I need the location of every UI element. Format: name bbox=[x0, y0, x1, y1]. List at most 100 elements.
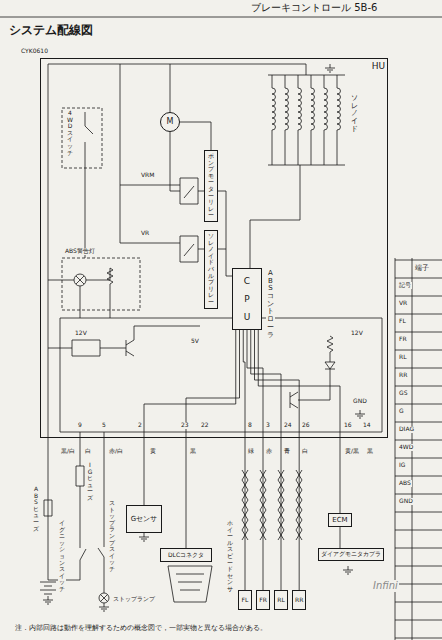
node-text: ダイアグモニタカプラ bbox=[321, 551, 381, 558]
voltage-label: 12V bbox=[350, 330, 364, 337]
label-holder: FR bbox=[398, 336, 408, 343]
table-cell: RL bbox=[398, 354, 408, 361]
signal-name: VRM bbox=[140, 172, 155, 179]
wire-color: 黒/白 bbox=[60, 448, 76, 455]
label-holder: 注．内部回路は動作を理解するための概念図で，一部実物と異なる場合がある。 bbox=[14, 624, 268, 632]
label-holder: ストップランプスイッチ bbox=[108, 500, 116, 573]
pin-number: 26 bbox=[301, 422, 311, 429]
wire-connector bbox=[258, 330, 340, 513]
voltage-label: 5V bbox=[190, 338, 200, 345]
part-name: ABSコントローラ bbox=[266, 270, 275, 339]
wire-color: 赤 bbox=[265, 448, 273, 455]
node-text: ソレノイドバルブリレー bbox=[208, 233, 214, 306]
wire-color: 黄/黒 bbox=[344, 448, 360, 455]
node-text: ECM bbox=[332, 516, 347, 524]
wheel-sensor: FR bbox=[256, 590, 270, 610]
wheel-sensor: RR bbox=[292, 590, 306, 610]
label-holder: 端子 bbox=[414, 264, 430, 272]
ground-symbol bbox=[139, 533, 149, 541]
table-cell: FR bbox=[398, 336, 408, 343]
label-holder: 黒/白 bbox=[60, 448, 76, 455]
part-name: ホイールスピードセンサ bbox=[226, 520, 234, 593]
pin-number: 16 bbox=[343, 422, 353, 429]
label-holder: ソレノイド bbox=[350, 95, 359, 133]
wheel-sensor: RL bbox=[274, 590, 288, 610]
label-holder: 黄 bbox=[149, 448, 157, 455]
wire-color: 黄 bbox=[149, 448, 157, 455]
table-cell: GS bbox=[398, 390, 408, 397]
fuse-symbol bbox=[76, 466, 84, 486]
node-text: FL bbox=[242, 597, 249, 604]
label-holder: GND bbox=[352, 398, 368, 405]
label-holder: 5 bbox=[101, 422, 107, 429]
table-cell: DIAG bbox=[398, 426, 415, 433]
title: システム配線図 bbox=[8, 24, 94, 38]
wire-connector bbox=[255, 330, 300, 590]
part-name: ABSヒューズ bbox=[32, 486, 40, 532]
label-holder: 緑 bbox=[247, 448, 255, 455]
relay-symbol bbox=[180, 178, 198, 204]
motor-wire bbox=[170, 64, 171, 112]
part-name: ABS警告灯 bbox=[64, 248, 96, 255]
panel bbox=[60, 318, 382, 432]
resistor-symbol bbox=[327, 336, 333, 352]
motor-wire bbox=[170, 132, 180, 191]
table-cell: RR bbox=[398, 372, 408, 379]
node-text: M bbox=[167, 117, 174, 126]
wire bbox=[104, 432, 105, 593]
label-holder: 2 bbox=[137, 422, 143, 429]
wire-connector bbox=[243, 330, 245, 590]
solenoid-coil bbox=[272, 75, 276, 165]
cpu-box: CPU bbox=[232, 268, 262, 330]
pin-number: 14 bbox=[362, 422, 372, 429]
wire-color: 緑 bbox=[247, 448, 255, 455]
lamp-symbol bbox=[74, 274, 86, 286]
label-holder: ABSヒューズ bbox=[32, 486, 40, 532]
table-cell: IG bbox=[398, 462, 406, 469]
wire-connector bbox=[186, 330, 240, 548]
node-text: RR bbox=[295, 597, 303, 604]
label-holder: 4WDスイッチ bbox=[66, 110, 74, 156]
label-holder: 5V bbox=[190, 338, 200, 345]
node-text: HU bbox=[372, 61, 385, 71]
label-holder: 24 bbox=[283, 422, 293, 429]
ground-symbol bbox=[325, 64, 335, 72]
title-holder: システム配線図 bbox=[8, 24, 94, 38]
coupler-box: ダイアグモニタカプラ bbox=[318, 548, 384, 561]
wire-connector bbox=[180, 122, 211, 150]
label-holder: 黒 bbox=[189, 448, 197, 455]
signal-name: GND bbox=[352, 398, 368, 405]
label-holder: 青 bbox=[283, 448, 291, 455]
part-name: IGヒューズ bbox=[86, 462, 94, 502]
header-text: ブレーキコントロール 5B-6 bbox=[250, 2, 378, 14]
table-cell: GND bbox=[398, 498, 414, 505]
node-text: ポンプモーターリレー bbox=[208, 153, 214, 219]
wire-color: 黒 bbox=[189, 448, 197, 455]
pin-number: 8 bbox=[247, 422, 253, 429]
wire-connector bbox=[251, 330, 281, 590]
label-holder: 赤 bbox=[265, 448, 273, 455]
label-holder: ABS bbox=[398, 480, 412, 487]
label-holder: RL bbox=[398, 354, 408, 361]
label-holder: 8 bbox=[247, 422, 253, 429]
pump-motor: M bbox=[160, 112, 180, 132]
label-holder: VR bbox=[140, 230, 150, 237]
table-cell: 記号 bbox=[398, 282, 412, 289]
pin-number: 23 bbox=[180, 422, 190, 429]
label-holder: 9 bbox=[77, 422, 83, 429]
node-text: FR bbox=[259, 597, 267, 604]
label-holder: 23 bbox=[180, 422, 190, 429]
figure-code: CYK0610 bbox=[20, 48, 49, 55]
signal-name: VR bbox=[140, 230, 150, 237]
part-name: イグニッションスイッチ bbox=[58, 520, 66, 593]
pin-number: 22 bbox=[200, 422, 210, 429]
ground-symbol bbox=[343, 566, 353, 574]
solenoid-coil bbox=[324, 75, 328, 165]
wire-color: 白 bbox=[84, 448, 92, 455]
lamp-box bbox=[62, 258, 140, 310]
label-holder: 12V bbox=[74, 330, 88, 337]
table-cell: FL bbox=[398, 318, 407, 325]
label-holder: ストップランプ bbox=[112, 596, 156, 603]
